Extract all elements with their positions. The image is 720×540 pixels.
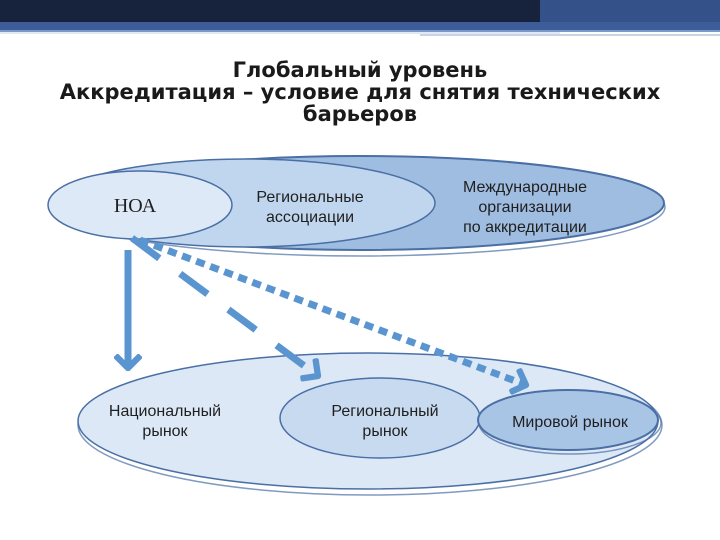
header-blue-block — [540, 0, 720, 22]
world-market-ellipse — [477, 389, 659, 451]
world-market-label: Мировой рынок — [512, 414, 628, 431]
header-stripe-2 — [0, 30, 720, 32]
national-market-label: Национальный рынок — [108, 403, 222, 440]
header-accent-line — [420, 34, 720, 36]
header-decoration — [0, 0, 720, 36]
header-stripe-1 — [0, 22, 720, 30]
noa-label: НОА — [113, 195, 157, 217]
regional-associations-label: Региональные ассоциации — [256, 189, 364, 226]
noa-ellipse — [47, 170, 233, 240]
title-line-1: Глобальный уровень — [232, 58, 488, 82]
title-line-2: Аккредитация – условие для снятия технич… — [59, 80, 661, 126]
regional-market-label: Региональный рынок — [331, 403, 439, 440]
arrow-to-regional-market — [129, 235, 318, 376]
international-orgs-label: Международные организации по аккредитаци… — [462, 179, 587, 236]
top-band — [0, 0, 720, 36]
arrow-to-world-market — [138, 236, 526, 385]
header-white-tab — [0, 32, 560, 34]
